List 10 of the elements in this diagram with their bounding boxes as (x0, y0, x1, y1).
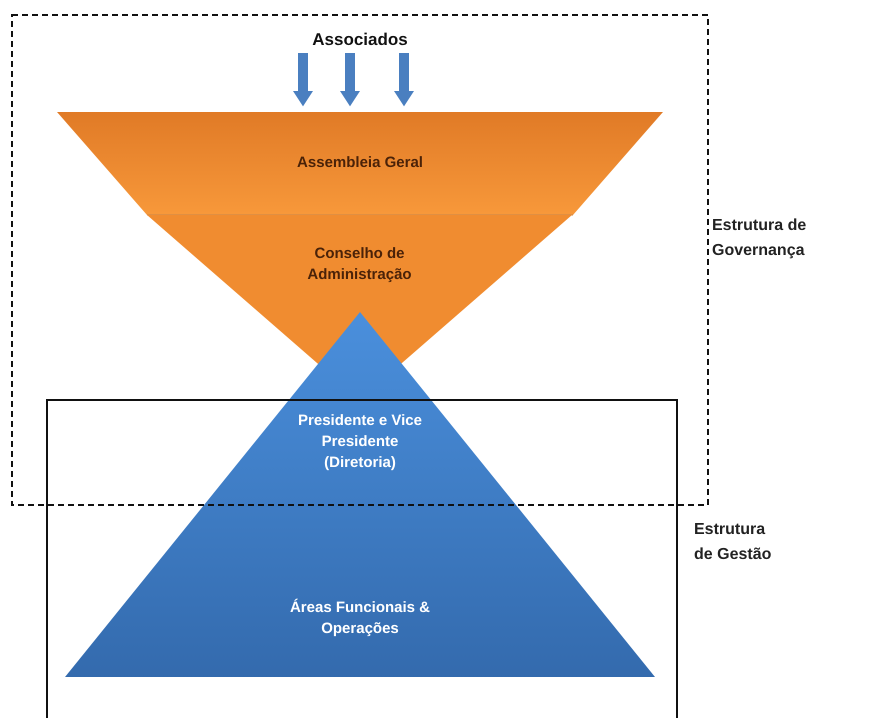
level-label: Áreas Funcionais & Operações (288, 598, 432, 639)
input-label: Associados (311, 29, 409, 51)
arrow (293, 53, 313, 106)
structure-label: Estrutura de Gestão (694, 520, 772, 565)
arrow (340, 53, 360, 106)
level-label: Assembleia Geral (296, 153, 424, 173)
level-label: Presidente e Vice Presidente (Diretoria) (297, 411, 423, 473)
arrow (394, 53, 414, 106)
level-label: Conselho de Administração (306, 244, 413, 285)
structure-label: Estrutura de Governança (712, 216, 808, 261)
